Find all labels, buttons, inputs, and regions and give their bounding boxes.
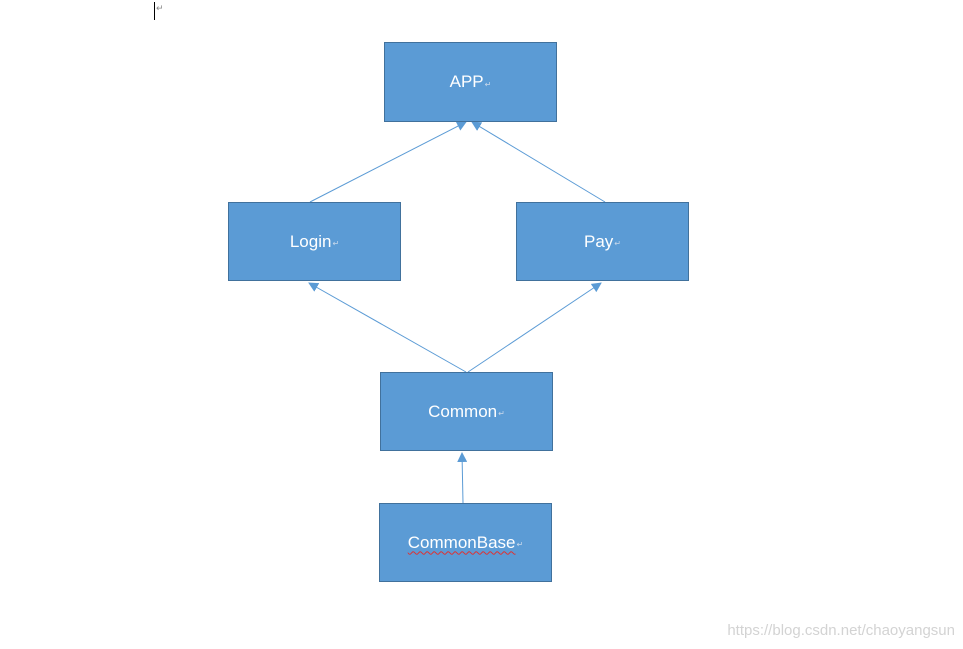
paragraph-mark: ↵ <box>156 4 164 14</box>
node-common-label: Common <box>428 401 498 421</box>
watermark: https://blog.csdn.net/chaoyangsun <box>727 622 955 639</box>
node-pay: Pay↵ <box>516 202 689 281</box>
arrow-login-to-app <box>309 121 467 203</box>
arrow-commonbase-to-common <box>457 452 468 504</box>
node-common: Common↵ <box>380 372 553 451</box>
arrow-common-to-pay <box>467 282 602 373</box>
paragraph-mark: ↵ <box>516 540 524 549</box>
node-app: APP↵ <box>384 42 557 122</box>
node-login: Login↵ <box>228 202 401 281</box>
node-login-label: Login <box>289 231 332 251</box>
paragraph-mark: ↵ <box>498 409 505 418</box>
node-commonbase: CommonBase↵ <box>379 503 552 582</box>
arrow-pay-to-app <box>471 121 606 203</box>
node-app-label: APP <box>449 72 484 91</box>
node-commonbase-label: CommonBase <box>407 532 516 552</box>
node-pay-label: Pay <box>584 231 614 251</box>
paragraph-mark: ↵ <box>484 79 492 89</box>
paragraph-mark: ↵ <box>614 239 621 248</box>
paragraph-mark: ↵ <box>332 239 340 248</box>
text-cursor <box>154 2 155 20</box>
arrow-common-to-login <box>308 282 467 373</box>
